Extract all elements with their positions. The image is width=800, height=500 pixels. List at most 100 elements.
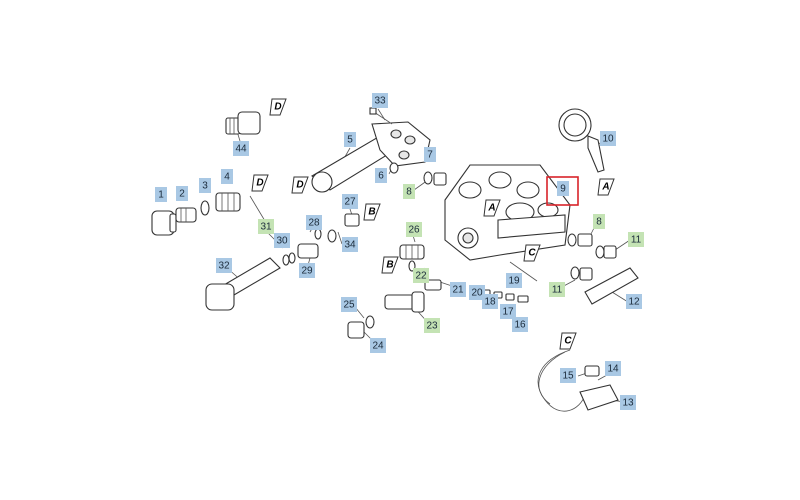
part-2-drawing — [175, 207, 197, 223]
svg-text:B: B — [368, 207, 375, 218]
callout-5[interactable]: 5 — [344, 132, 356, 147]
svg-text:23: 23 — [426, 321, 438, 332]
svg-text:B: B — [386, 260, 393, 271]
callout-17[interactable]: 17 — [500, 304, 516, 319]
part-32-drawing — [205, 257, 281, 311]
callout-44[interactable]: 44 — [233, 141, 249, 156]
svg-text:11: 11 — [631, 235, 642, 246]
svg-text:8: 8 — [596, 217, 602, 228]
svg-text:D: D — [296, 180, 303, 191]
callout-10[interactable]: 10 — [600, 131, 616, 146]
svg-text:9: 9 — [560, 184, 566, 195]
callout-31[interactable]: 31 — [258, 219, 274, 234]
part-23-drawing — [384, 291, 425, 313]
svg-text:10: 10 — [602, 134, 614, 145]
svg-text:A: A — [487, 203, 495, 214]
part-12-drawing — [584, 267, 639, 305]
svg-text:16: 16 — [514, 320, 526, 331]
part-3-drawing — [200, 200, 210, 216]
part-28-34-drawing — [314, 228, 337, 243]
callout-12[interactable]: 12 — [626, 294, 642, 309]
callout-4[interactable]: 4 — [221, 169, 233, 184]
svg-text:3: 3 — [202, 181, 208, 192]
svg-text:C: C — [528, 248, 536, 259]
svg-text:33: 33 — [374, 96, 386, 107]
callout-8a[interactable]: 8 — [403, 184, 415, 199]
callout-23[interactable]: 23 — [424, 318, 440, 333]
connector-c1: C — [523, 244, 541, 262]
svg-text:19: 19 — [508, 276, 520, 287]
callout-16[interactable]: 16 — [512, 317, 528, 332]
svg-text:18: 18 — [484, 297, 496, 308]
part-27-drawing — [344, 213, 360, 227]
svg-text:15: 15 — [562, 371, 574, 382]
callout-1[interactable]: 1 — [155, 187, 167, 202]
svg-text:20: 20 — [471, 288, 483, 299]
svg-text:25: 25 — [343, 300, 355, 311]
callout-6[interactable]: 6 — [375, 168, 387, 183]
callout-15[interactable]: 15 — [560, 368, 576, 383]
callout-11a[interactable]: 11 — [628, 232, 644, 247]
part-11b-drawing — [570, 266, 593, 281]
part-8a-drawing — [423, 171, 447, 186]
callout-25[interactable]: 25 — [341, 297, 357, 312]
svg-text:D: D — [256, 178, 263, 189]
svg-text:13: 13 — [622, 398, 634, 409]
connector-d2: D — [251, 174, 269, 192]
svg-text:27: 27 — [344, 197, 356, 208]
callout-11b[interactable]: 11 — [549, 282, 565, 297]
part-5-drawing — [311, 121, 431, 193]
connector-d1: D — [269, 98, 287, 116]
callout-8b[interactable]: 8 — [593, 214, 605, 229]
part-26-drawing — [399, 244, 425, 260]
part-6-drawing — [389, 162, 399, 174]
svg-text:C: C — [564, 336, 572, 347]
callout-13[interactable]: 13 — [620, 395, 636, 410]
callout-27[interactable]: 27 — [342, 194, 358, 209]
callout-18[interactable]: 18 — [482, 294, 498, 309]
svg-text:22: 22 — [415, 271, 427, 282]
part-13-15-drawing — [537, 349, 619, 412]
svg-text:29: 29 — [301, 266, 313, 277]
callout-24[interactable]: 24 — [370, 338, 386, 353]
svg-text:1: 1 — [158, 190, 164, 201]
callout-7[interactable]: 7 — [424, 147, 436, 162]
svg-text:17: 17 — [502, 307, 514, 318]
callout-19[interactable]: 19 — [506, 273, 522, 288]
callout-33[interactable]: 33 — [372, 93, 388, 108]
connector-c2: C — [559, 332, 577, 350]
callout-22[interactable]: 22 — [413, 268, 429, 283]
callout-34[interactable]: 34 — [342, 237, 358, 252]
svg-text:14: 14 — [607, 364, 619, 375]
connector-a1: A — [597, 178, 615, 196]
svg-text:34: 34 — [344, 240, 356, 251]
svg-text:32: 32 — [218, 261, 230, 272]
pump-head-drawing — [444, 164, 571, 261]
part-11a-drawing — [595, 245, 617, 259]
part-1-drawing — [151, 210, 177, 236]
connector-a2: A — [483, 199, 501, 217]
callout-2[interactable]: 2 — [176, 186, 188, 201]
callout-26[interactable]: 26 — [406, 222, 422, 237]
svg-text:6: 6 — [378, 171, 384, 182]
part-8b-drawing — [567, 233, 593, 247]
callout-9[interactable]: 9 — [557, 181, 569, 196]
callout-3[interactable]: 3 — [199, 178, 211, 193]
part-44-drawing — [225, 111, 261, 135]
connector-b1: B — [363, 203, 381, 221]
svg-text:26: 26 — [408, 225, 420, 236]
callout-14[interactable]: 14 — [605, 361, 621, 376]
svg-text:21: 21 — [452, 285, 464, 296]
callout-32[interactable]: 32 — [216, 258, 232, 273]
svg-text:12: 12 — [628, 297, 640, 308]
callout-29[interactable]: 29 — [299, 263, 315, 278]
callout-20[interactable]: 20 — [469, 285, 485, 300]
callout-28[interactable]: 28 — [306, 215, 322, 230]
callout-30[interactable]: 30 — [274, 233, 290, 248]
svg-text:44: 44 — [235, 144, 247, 155]
svg-text:4: 4 — [224, 172, 230, 183]
callout-21[interactable]: 21 — [450, 282, 466, 297]
svg-text:7: 7 — [427, 150, 433, 161]
part-29-30-drawing — [282, 243, 319, 266]
